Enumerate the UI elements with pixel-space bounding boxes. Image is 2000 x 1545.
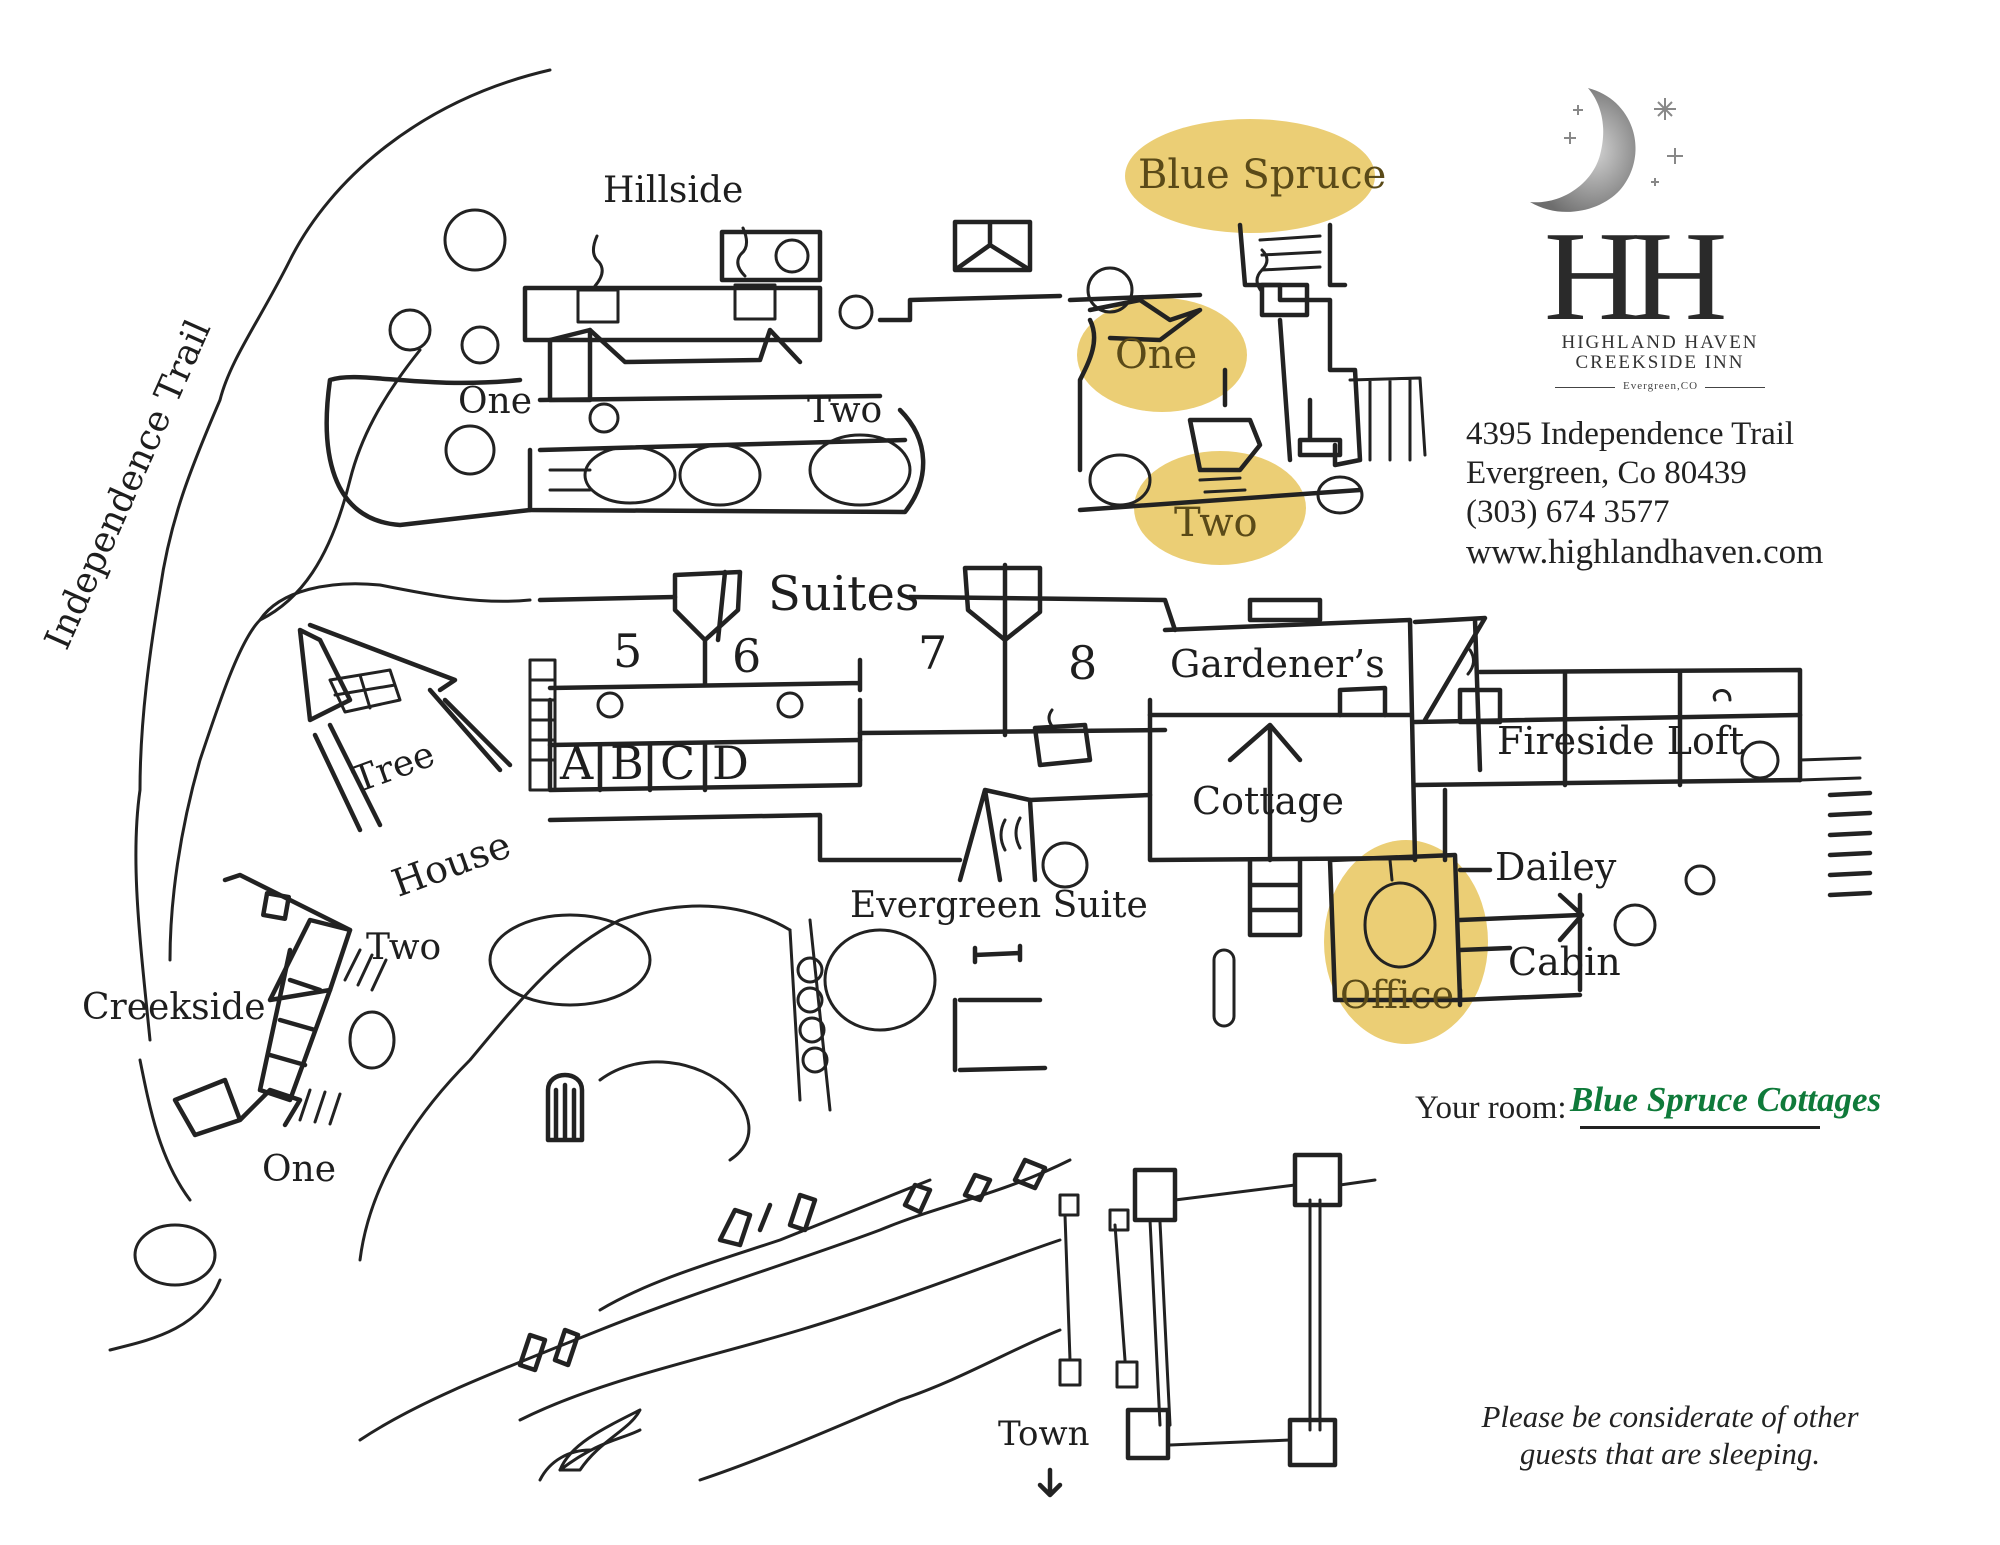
courtesy-note-line2: guests that are sleeping. [1519,1436,1821,1472]
moon-stars-logo-icon [1530,88,1683,212]
label-gardeners-line1: Gardener’s [1170,642,1385,686]
bridge-posts [1037,1152,1377,1498]
logo-name-line2: CREEKSIDE INN [1575,351,1745,373]
label-creekside-two: Two [366,927,442,968]
label-creekside-one: One [262,1149,337,1190]
label-suite-5: 5 [613,624,643,678]
label-town: Town [998,1414,1090,1454]
label-suite-b: B [610,736,644,790]
highlight-blue-spruce [1125,119,1375,233]
label-suite-c: C [660,736,696,790]
contact-phone: (303) 674 3577 [1466,494,1670,530]
gardeners-cottage-building [1147,597,1418,938]
label-creekside: Creekside [82,987,266,1028]
your-room-value: Blue Spruce Cottages [1570,1080,1882,1119]
logo-name: HIGHLAND HAVEN CREEKSIDE INN [1555,333,1765,373]
label-suite-7: 7 [918,626,948,680]
fireside-loft-building [1412,615,1873,898]
label-fireside-loft: Fireside Loft [1497,719,1745,763]
divider [1705,387,1765,388]
your-room-underline [1580,1126,1820,1129]
contact-address: 4395 Independence Trail [1466,416,1795,452]
courtesy-note-line1: Please be considerate of other [1481,1399,1859,1434]
label-suite-d: D [712,736,749,790]
label-suite-6: 6 [732,629,762,683]
highlight-blue-spruce-two [1134,451,1306,565]
label-blue-spruce: Blue Spruce [1138,152,1387,198]
courtesy-note: Please be considerate of other guests th… [1420,1398,1920,1472]
label-hillside-one: One [458,381,533,422]
label-evergreen-suite: Evergreen Suite [850,885,1148,926]
creek [358,1157,1072,1482]
shed [952,219,1033,273]
label-hillside-two: Two [807,390,883,431]
road-junction [258,582,532,622]
contact-city-state-zip: Evergreen, Co 80439 [1466,455,1747,491]
road-edge-inner [168,348,422,962]
label-suite-8: 8 [1068,636,1098,690]
logo-monogram: HH [1543,205,1728,347]
highlight-office [1324,840,1488,1044]
your-room-label: Your room: [1415,1090,1567,1126]
blue-spruce-cottages [1067,222,1427,515]
hillside-building [324,226,1063,528]
label-suite-a: A [560,736,594,790]
label-blue-spruce-two: Two [1174,500,1258,546]
divider [1555,387,1615,388]
garden-trees [358,904,1236,1262]
logo-name-line1: HIGHLAND HAVEN [1561,332,1759,353]
logo-city-row: Evergreen,CO [1555,380,1765,394]
label-suites: Suites [768,566,920,622]
label-cabin: Cabin [1508,940,1621,984]
logo-city: Evergreen,CO [1623,380,1699,392]
label-office: Office [1340,973,1455,1017]
tree-house [297,622,513,833]
highlight-blue-spruce-one [1077,298,1247,412]
road-edge-outer [134,68,552,1042]
label-hillside: Hillside [603,170,744,211]
label-gardeners-line2: Cottage [1192,779,1344,823]
tree-clusters-hillside [388,208,912,507]
label-blue-spruce-one: One [1115,332,1198,378]
suites-building [528,562,1178,863]
dailey-cabin-building [1457,864,1716,1008]
creekside-cottages [108,872,396,1352]
label-dailey: Dailey [1495,845,1617,889]
evergreen-suite-building [957,708,1153,965]
contact-website[interactable]: www.highlandhaven.com [1466,532,1824,571]
